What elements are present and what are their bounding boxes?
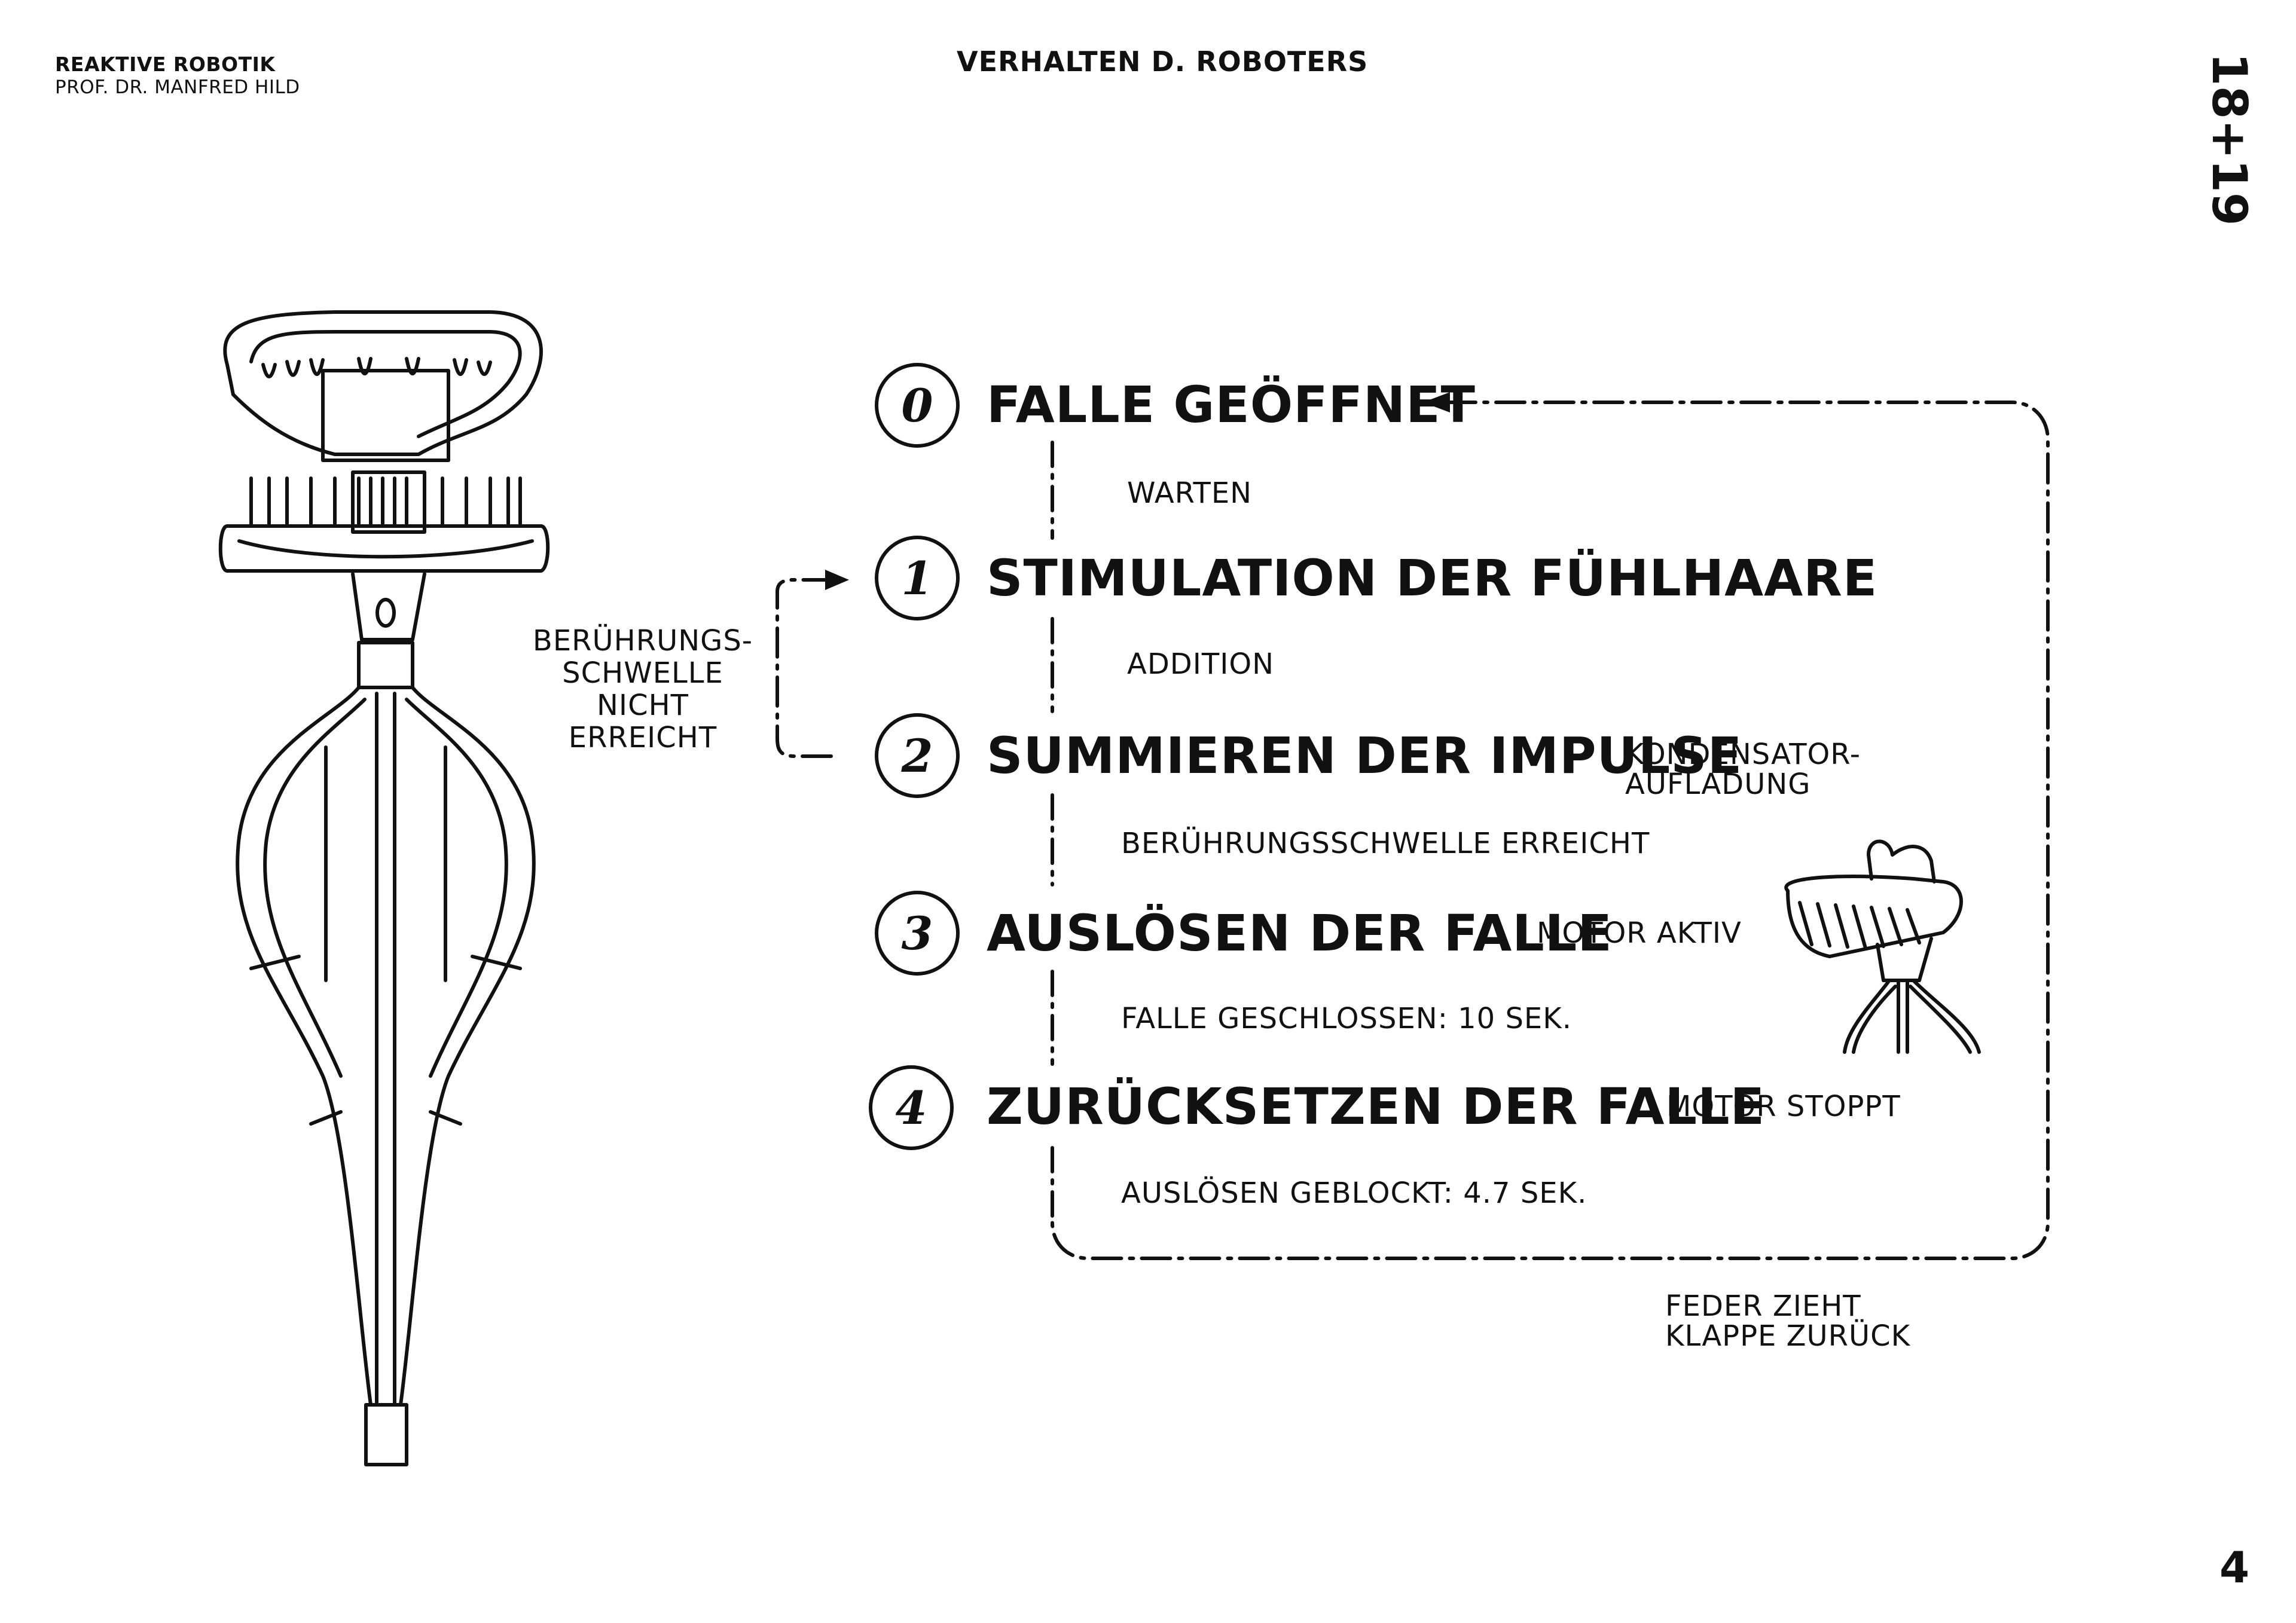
step-number-2: 2 [875,713,960,798]
threshold-not-reached-note: BERÜHRUNGS- SCHWELLE NICHT ERREICHT [520,625,765,754]
step-number-1: 1 [875,536,960,621]
step-side-note-2-line2: AUFLADUNG [1625,768,1811,801]
step-title-4: ZURÜCKSETZEN DER FALLE [987,1077,1765,1136]
step-note-1: ADDITION [1127,647,1275,681]
spring-reset-note: FEDER ZIEHT KLAPPE ZURÜCK [1665,1291,1910,1351]
threshold-note-line1: BERÜHRUNGS- [532,624,753,658]
step-number-0: 0 [875,363,960,448]
professor-name: PROF. DR. MANFRED HILD [55,77,300,98]
step-note-3: FALLE GESCHLOSSEN: 10 SEK. [1121,1002,1572,1035]
step-title-0: FALLE GEÖFFNET [987,375,1476,434]
threshold-note-line3: NICHT ERREICHT [568,689,718,754]
step-note-4: AUSLÖSEN GEBLOCKT: 4.7 SEK. [1121,1176,1587,1210]
step-number-4: 4 [869,1065,954,1150]
step-side-note-2: KONDENSATOR- AUFLADUNG [1625,739,1861,799]
step-note-0: WARTEN [1127,476,1253,510]
arrowhead-to-step0 [1423,392,1450,412]
threshold-note-line2: SCHWELLE [562,656,723,690]
spring-note-line1: FEDER ZIEHT [1665,1289,1861,1323]
course-title: REAKTIVE ROBOTIK [55,53,276,76]
closed-trap-illustration [1784,839,1981,1054]
flytrap-robot-illustration [218,310,550,1466]
arrowhead-to-step1 [825,570,849,590]
step-title-1: STIMULATION DER FÜHLHAARE [987,549,1878,607]
page-number: 4 [2219,1542,2250,1593]
step-number-3: 3 [875,891,960,976]
step-title-2: SUMMIEREN DER IMPULSE [987,726,1743,785]
step-title-3: AUSLÖSEN DER FALLE [987,904,1613,962]
page-title: VERHALTEN D. ROBOTERS [957,45,1369,78]
step-note-2: BERÜHRUNGSSCHWELLE ERREICHT [1121,827,1650,860]
step-side-note-2-line1: KONDENSATOR- [1625,738,1861,771]
step-side-note-4: MOTOR STOPPT [1666,1090,1901,1123]
step-side-note-3: MOTOR AKTIV [1537,916,1742,950]
spring-note-line2: KLAPPE ZURÜCK [1665,1319,1911,1353]
